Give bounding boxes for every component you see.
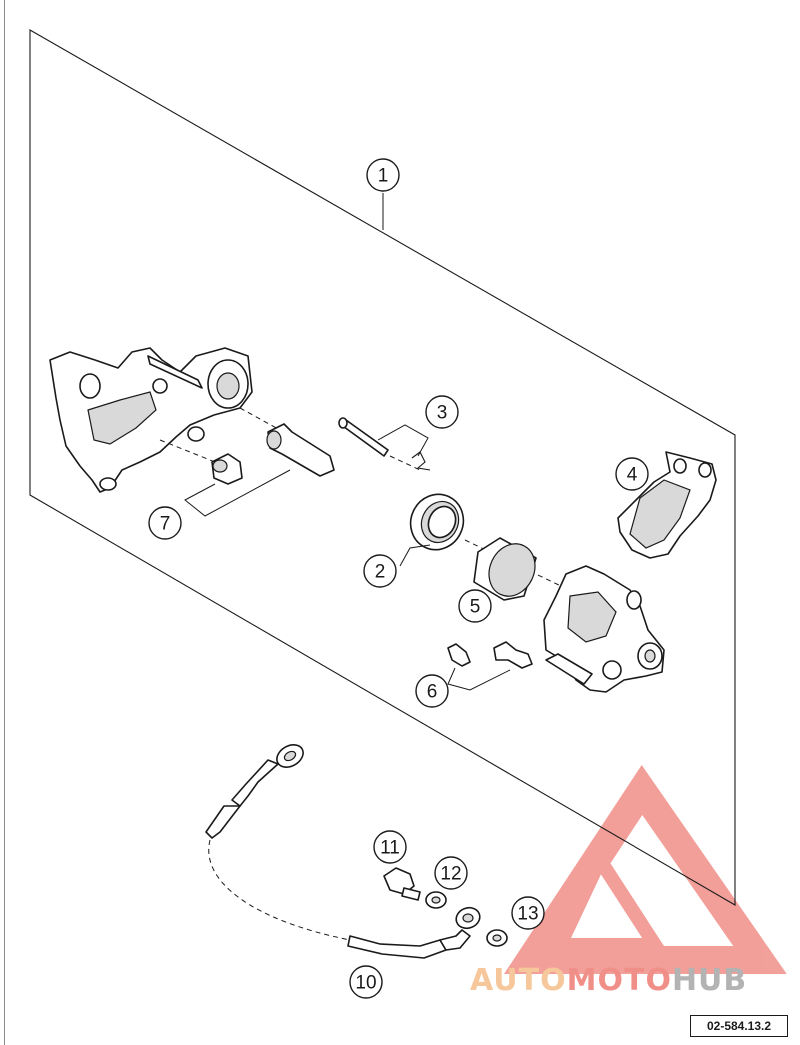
callout-7-label: 7 [160,514,171,535]
callout-3-group: 3 [377,395,459,457]
callout-6-label: 6 [427,682,438,703]
assembly-boundary [29,29,736,906]
callout-5-circle [458,589,492,623]
callout-10-label: 10 [355,973,376,994]
caliper-housing [543,565,665,693]
part-4-brake-pad [617,451,717,559]
watermark-brand-text: AUTOMOTOHUB [470,963,747,998]
watermark-inner-triangle [548,845,668,952]
part-7-guide-pin [266,423,335,477]
reference-code-label: 02-584.13.2 [690,1015,788,1037]
part-3-clip [411,451,431,471]
callout-1-circle [366,158,400,192]
callout-1-label: 1 [378,166,389,187]
caliper-bracket [49,347,253,493]
part-3-pad-pin [338,417,389,457]
watermark-logo [504,765,787,974]
watermark-brand-part3: HUB [672,963,747,998]
callout-11-circle [373,830,407,864]
callout-5-group: 5 [458,589,492,623]
callout-13-label: 13 [517,904,538,925]
callout-2-label: 2 [375,562,386,583]
watermark-brand-part1: AUTO [470,963,567,998]
callout-4-circle [615,457,649,491]
callout-1-group: 1 [366,158,400,230]
callout-2-group: 2 [363,544,431,588]
callout-10-group: 10 [349,965,383,999]
callout-11-group: 11 [373,830,407,864]
callout-2-circle [363,554,397,588]
part-10-brake-hose [205,744,481,959]
alignment-line-a [159,439,216,463]
alignment-line-b [239,407,281,431]
callout-7-group: 7 [148,469,291,540]
callout-3-circle [425,395,459,429]
callout-11-label: 11 [380,838,400,859]
callout-12-circle [434,856,468,890]
page-left-border [4,0,5,1045]
part-2-seal-ring [409,493,465,551]
part-6-bleed-screw [447,643,471,667]
callout-10-circle [349,965,383,999]
watermark-brand-part2: MOTO [567,963,672,998]
part-6-bleed-nipple [493,641,533,669]
callout-6-circle [415,674,449,708]
callout-13-group: 13 [511,896,545,930]
callout-7-circle [148,506,182,540]
part-7-boot [211,453,243,485]
callout-12-label: 12 [440,864,461,885]
part-5-piston [473,537,537,601]
callout-6-group: 6 [415,667,511,708]
callout-3-label: 3 [437,403,448,424]
alignment-line-c [389,455,421,471]
part-11-banjo-bolt [383,867,421,901]
part-12-washer [425,891,447,909]
callout-4-label: 4 [627,465,638,486]
callout-4-group: 4 [615,457,649,491]
part-13-washer [486,929,508,947]
callout-13-circle [511,896,545,930]
callout-5-label: 5 [470,597,481,618]
callout-12-group: 12 [434,856,468,890]
